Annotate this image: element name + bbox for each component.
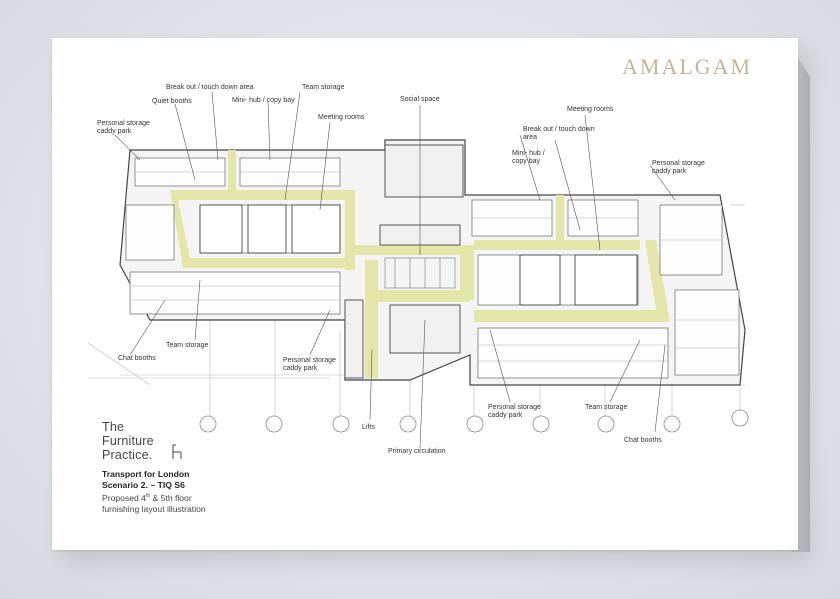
furniture-practice-logo: The Furniture Practice. bbox=[102, 420, 154, 462]
desc-pre: Proposed 4 bbox=[102, 492, 146, 503]
column-markers bbox=[199, 409, 749, 433]
label-primary-circulation: Primary circulation bbox=[388, 448, 446, 455]
label-team-storage-top: Team storage bbox=[302, 84, 345, 91]
label-meeting-rooms-right: Meeting rooms bbox=[567, 106, 614, 113]
core-lifts bbox=[344, 144, 464, 379]
client-name: Transport for London bbox=[102, 469, 190, 479]
social-space-furniture bbox=[384, 257, 456, 289]
label-breakout-left: Break out / touch down area bbox=[166, 84, 254, 91]
circulation-paths bbox=[170, 150, 670, 378]
label-mini-hub-left: Mini- hub / copy bay bbox=[232, 97, 295, 104]
project-info: Transport for London Scenario 2. ~ TIQ S… bbox=[102, 469, 206, 515]
label-quiet-booths: Quiet booths bbox=[152, 98, 192, 105]
label-chat-booths-right: Chat booths bbox=[624, 437, 662, 444]
brand-logo: AMALGAM bbox=[622, 54, 753, 79]
leader-lines bbox=[114, 91, 676, 449]
label-personal-storage-right: Personal storage caddy park bbox=[652, 160, 705, 175]
label-team-storage-bottom: Team storage bbox=[585, 404, 628, 411]
scenario-name: Scenario 2. ~ TIQ S6 bbox=[102, 480, 185, 490]
chair-icon bbox=[172, 444, 182, 459]
label-personal-storage-left: Personal storage caddy park bbox=[97, 120, 150, 135]
label-breakout-right: Break out / touch down area bbox=[523, 126, 595, 141]
desc-mid: & 5th floor bbox=[150, 492, 192, 503]
description-line-2: furnishing layout illustration bbox=[102, 503, 206, 514]
label-meeting-rooms-left: Meeting rooms bbox=[318, 114, 365, 121]
logo-line-2: Furniture bbox=[102, 434, 154, 448]
label-personal-storage-mid: Personal storage caddy park bbox=[283, 357, 336, 372]
label-team-storage-left: Team storage bbox=[166, 342, 209, 349]
description-line-1: Proposed 4th & 5th floor bbox=[102, 491, 206, 504]
desk-clusters bbox=[125, 157, 740, 379]
label-social-space: Social space bbox=[400, 96, 440, 103]
label-personal-storage-bottom: Personal storage caddy park bbox=[488, 404, 541, 419]
label-mini-hub-right: Mini- hub / copy bay bbox=[512, 150, 545, 165]
label-chat-booths-left: Chat booths bbox=[118, 355, 156, 362]
logo-line-3: Practice. bbox=[102, 448, 153, 462]
logo-line-1: The bbox=[102, 420, 125, 434]
meeting-rooms bbox=[199, 204, 638, 306]
desc-sup: th bbox=[145, 493, 151, 499]
label-lifts: Lifts bbox=[362, 424, 375, 431]
